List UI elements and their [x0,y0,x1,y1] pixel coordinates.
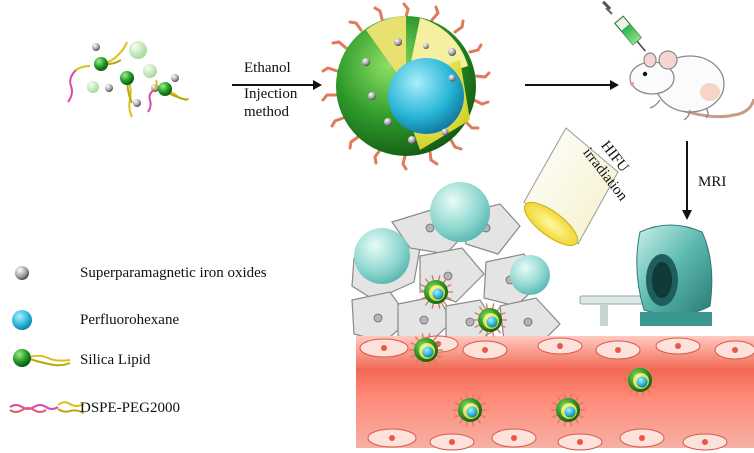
iron-oxide-particle-icon [92,43,100,51]
process-arrow [525,80,619,90]
process-arrow [232,80,322,90]
synthesis-method-label-2: Injection [244,86,298,102]
iron-oxide-particle-icon [105,84,113,92]
silica-pale-sphere [129,41,147,59]
legend-label-dspe-peg: DSPE-PEG2000 [80,400,181,416]
silica-lipid-icon [158,82,190,101]
microbubbles [354,182,550,295]
silica-pale-sphere [87,81,99,93]
legend-label-perfluorohexane: Perfluorohexane [80,312,180,328]
perfluorohexane-droplet-icon [12,310,32,330]
silica-lipid-icon [13,349,71,367]
dspe-peg-chain-icon [147,79,158,113]
small-nanoparticle-icon [453,393,487,427]
iron-oxide-particle-icon [15,266,29,280]
small-nanoparticle-icon [623,363,657,397]
silica-lipid-icon [94,41,128,71]
nanoparticle-group [409,275,657,427]
legend-label-iron-oxides: Superparamagnetic iron oxides [80,265,267,281]
dspe-peg-chain-icon [9,401,85,414]
iron-oxide-particle-icon [133,99,141,107]
component-cluster [67,41,190,118]
mouse-icon [629,50,754,121]
small-nanoparticle-icon [409,333,443,367]
legend-label-silica-lipid: Silica Lipid [80,352,151,368]
legend-icons [9,266,85,414]
nanoparticle [321,2,491,171]
small-nanoparticle-icon [473,303,507,337]
iron-oxide-particle-icon [171,74,179,82]
synthesis-method-label-3: method [244,104,289,120]
small-nanoparticle-icon [551,393,585,427]
mri-scanner-icon [579,224,713,326]
mri-label: MRI [698,174,727,190]
syringe-icon [602,0,646,52]
blood-vessel [356,335,754,451]
dspe-peg-chain-icon [67,65,91,103]
synthesis-method-label-1: Ethanol [244,60,291,76]
silica-lipid-icon [120,71,134,118]
small-nanoparticle-icon [419,275,453,309]
silica-pale-sphere [143,64,157,78]
process-arrow [682,141,692,220]
hifu-transducer [523,127,619,247]
